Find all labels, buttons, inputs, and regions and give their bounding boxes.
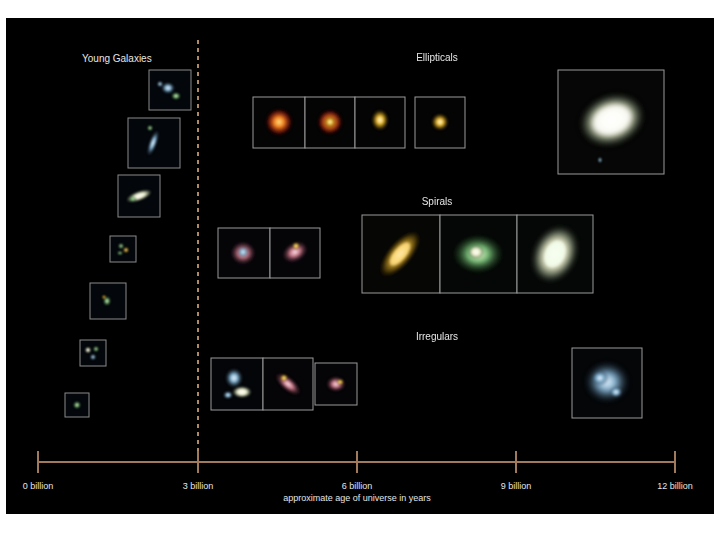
young-galaxy-blobs	[144, 128, 161, 157]
time-axis	[37, 451, 39, 473]
young-galaxy-blobs	[129, 196, 137, 202]
young-galaxies	[128, 118, 180, 168]
irregular-galaxy-blobs	[585, 362, 629, 402]
time-axis	[674, 451, 676, 473]
elliptical-galaxy-blobs	[324, 116, 336, 128]
elliptical-galaxies	[355, 97, 405, 148]
spiral-galaxy-blobs	[452, 234, 504, 274]
spiral-galaxies	[270, 228, 320, 278]
elliptical-galaxy-blobs	[571, 84, 653, 156]
era-divider	[197, 40, 199, 452]
elliptical-galaxy-blobs	[598, 157, 602, 163]
axis-tick-label: 12 billion	[657, 481, 693, 491]
young-galaxy-blobs	[123, 247, 129, 253]
spiral-galaxy-blobs	[522, 218, 587, 291]
axis-title: approximate age of universe in years	[283, 493, 431, 503]
irregular-galaxies	[211, 358, 263, 410]
spiral-galaxy-blobs	[371, 223, 429, 286]
elliptical-galaxy-blobs	[265, 108, 293, 136]
elliptical-galaxy-blobs	[588, 100, 635, 140]
young-galaxies	[65, 70, 191, 417]
spiral-galaxy-blobs	[237, 246, 249, 258]
irregular-galaxy-blobs	[591, 370, 609, 386]
spiral-galaxies	[218, 215, 593, 293]
young-galaxy-blobs	[103, 296, 111, 306]
spiral-galaxy-blobs	[278, 236, 312, 267]
young-galaxy-blobs	[124, 187, 154, 206]
elliptical-galaxy-blobs	[371, 109, 389, 131]
irregular-galaxies	[263, 358, 313, 410]
section-heading: Spirals	[422, 196, 453, 208]
young-galaxy-blobs	[102, 295, 106, 299]
elliptical-galaxies	[415, 97, 465, 148]
time-axis	[197, 451, 199, 473]
axis-tick-label: 3 billion	[183, 481, 214, 491]
spiral-galaxies	[362, 215, 440, 293]
young-galaxies	[65, 393, 89, 417]
section-heading: Ellipticals	[416, 52, 458, 64]
young-galaxy-blobs	[73, 81, 181, 409]
elliptical-galaxies	[253, 97, 305, 148]
irregular-galaxy-blobs	[223, 362, 629, 402]
irregular-galaxy-blobs	[336, 379, 344, 385]
elliptical-galaxy-blobs	[431, 113, 449, 131]
spiral-galaxy-blobs	[230, 241, 256, 265]
young-galaxy-blobs	[161, 82, 175, 94]
young-galaxies	[80, 340, 106, 366]
irregular-galaxy-blobs	[280, 374, 288, 382]
young-galaxy-blobs	[85, 347, 91, 353]
elliptical-galaxy-blobs	[317, 109, 343, 135]
young-galaxy-blobs	[93, 346, 99, 352]
elliptical-galaxies	[253, 70, 664, 174]
irregular-galaxy-blobs	[223, 391, 233, 399]
spiral-galaxies	[218, 228, 270, 278]
section-heading: Irregulars	[416, 331, 458, 343]
irregular-galaxy-blobs	[225, 368, 243, 388]
young-galaxies	[90, 283, 126, 319]
elliptical-galaxy-blobs	[265, 84, 653, 163]
axis-tick-label: 0 billion	[23, 481, 54, 491]
irregular-galaxies	[315, 363, 357, 405]
time-axis	[515, 451, 517, 473]
irregular-galaxy-blobs	[326, 376, 346, 392]
young-galaxies	[110, 236, 136, 262]
elliptical-galaxies	[305, 97, 355, 148]
young-galaxy-blobs	[118, 243, 124, 249]
elliptical-galaxies	[558, 70, 664, 174]
irregular-galaxy-blobs	[232, 386, 252, 398]
axis-tick-label: 9 billion	[501, 481, 532, 491]
young-galaxy-blobs	[157, 81, 163, 87]
time-axis	[356, 451, 358, 473]
young-galaxy-blobs	[90, 354, 96, 360]
spiral-galaxy-blobs	[292, 242, 300, 250]
spiral-galaxy-blobs	[468, 245, 484, 259]
section-heading: Young Galaxies	[82, 53, 152, 65]
axis-tick-label: 6 billion	[342, 481, 373, 491]
spiral-galaxies	[440, 215, 517, 293]
young-galaxy-blobs	[73, 401, 81, 409]
slide-ground	[6, 18, 714, 514]
spiral-galaxy-blobs	[540, 237, 570, 271]
spiral-galaxies	[517, 215, 593, 293]
young-galaxies	[149, 70, 191, 110]
young-galaxies	[118, 175, 160, 217]
spiral-galaxy-blobs	[386, 239, 413, 268]
irregular-galaxy-blobs	[271, 368, 305, 399]
irregular-galaxy-blobs	[609, 386, 623, 398]
young-galaxy-blobs	[117, 251, 123, 255]
young-galaxy-blobs	[171, 92, 181, 100]
irregular-galaxies	[211, 348, 642, 418]
time-axis	[38, 451, 675, 473]
young-galaxy-blobs	[147, 125, 153, 131]
irregular-galaxies	[572, 348, 642, 418]
spiral-galaxy-blobs	[230, 218, 588, 291]
